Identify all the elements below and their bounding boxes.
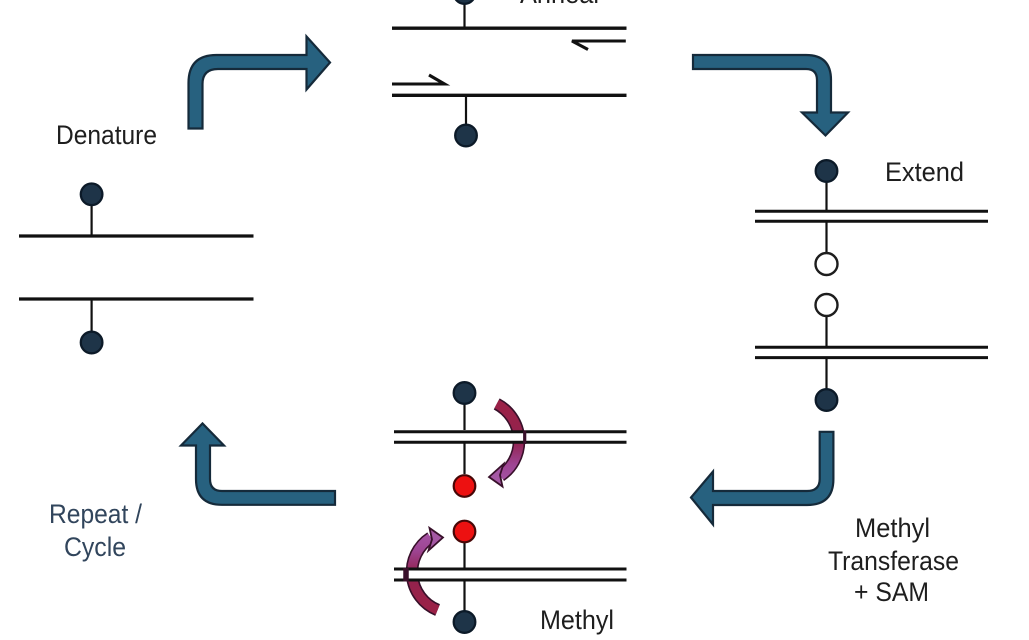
svg-text:Anneal: Anneal — [520, 0, 599, 9]
svg-text:Methyl: Methyl — [855, 513, 930, 543]
svg-text:Denature: Denature — [56, 120, 157, 150]
svg-text:Repeat /: Repeat / — [49, 499, 142, 529]
svg-text:Transferase: Transferase — [828, 546, 959, 576]
svg-text:+ SAM: + SAM — [854, 577, 929, 607]
svg-text:Extend: Extend — [885, 157, 964, 187]
svg-text:Cycle: Cycle — [64, 532, 126, 562]
svg-text:Methyl: Methyl — [540, 605, 614, 635]
